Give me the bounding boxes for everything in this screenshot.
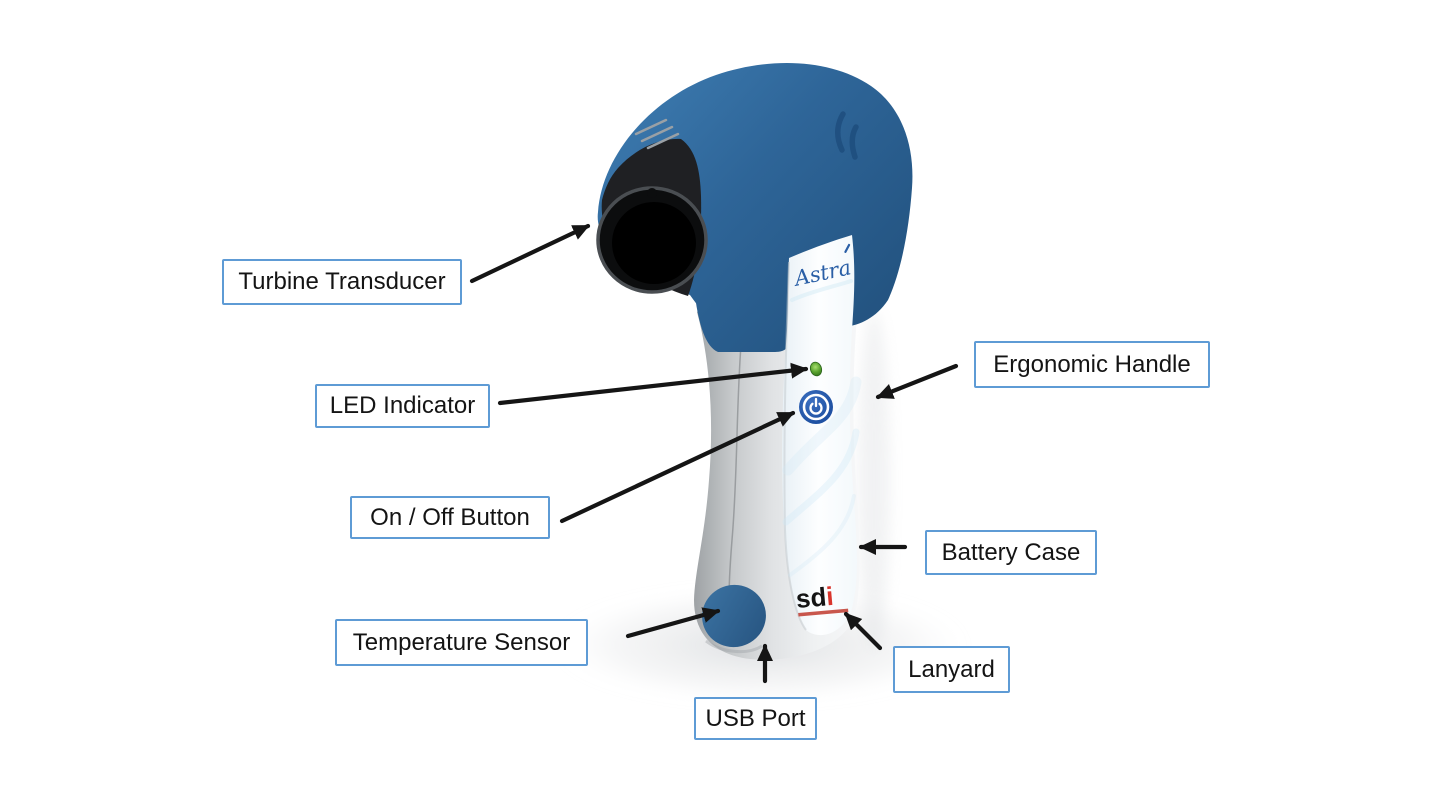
panel-swirl-graphics <box>782 279 862 577</box>
arrow-turbine-transducer <box>469 223 591 284</box>
handle-front-panel: Astra sdi <box>782 235 862 636</box>
callout-box-led-indicator: LED Indicator <box>315 384 490 428</box>
sdi-logo-red: i <box>825 581 835 612</box>
callout-box-battery-case: Battery Case <box>925 530 1097 575</box>
callout-label: Turbine Transducer <box>238 268 446 295</box>
callout-box-temperature-sensor: Temperature Sensor <box>335 619 588 666</box>
arrow-on-off-button <box>559 410 796 524</box>
callout-arrows <box>469 223 959 684</box>
panel-edge-shade <box>783 261 807 631</box>
power-button <box>799 390 833 424</box>
arrow-lanyard <box>843 611 883 651</box>
callout-label: USB Port <box>705 704 806 732</box>
callout-label: Ergonomic Handle <box>993 350 1191 378</box>
led-indicator-light <box>809 361 823 377</box>
callout-box-turbine-transducer: Turbine Transducer <box>222 259 462 305</box>
callout-label: Battery Case <box>941 538 1081 566</box>
device-head <box>596 62 913 352</box>
head-collar <box>695 260 793 352</box>
arrow-temperature-sensor <box>625 607 721 639</box>
callout-label: LED Indicator <box>329 392 476 419</box>
turbine-mouthpiece <box>596 186 708 294</box>
callout-box-ergonomic-handle: Ergonomic Handle <box>974 341 1210 388</box>
power-icon <box>809 397 823 415</box>
arrow-ergonomic-handle <box>875 363 959 400</box>
chevron-marks <box>835 111 859 160</box>
sdi-logo-text: sdi <box>795 581 835 614</box>
callout-label: Temperature Sensor <box>352 628 571 656</box>
sdi-logo-black: sd <box>795 582 828 615</box>
callout-box-lanyard: Lanyard <box>893 646 1010 693</box>
vent-grille <box>634 118 680 150</box>
callout-box-on-off-button: On / Off Button <box>350 496 550 539</box>
astra-logo-accent <box>844 243 851 253</box>
callout-box-usb-port: USB Port <box>694 697 817 740</box>
sdi-logo: sdi <box>795 581 849 617</box>
sdi-logo-subtext <box>798 608 849 617</box>
callout-label: On / Off Button <box>370 503 530 531</box>
callout-label: Lanyard <box>908 655 995 683</box>
arrow-led-indicator <box>497 362 809 406</box>
